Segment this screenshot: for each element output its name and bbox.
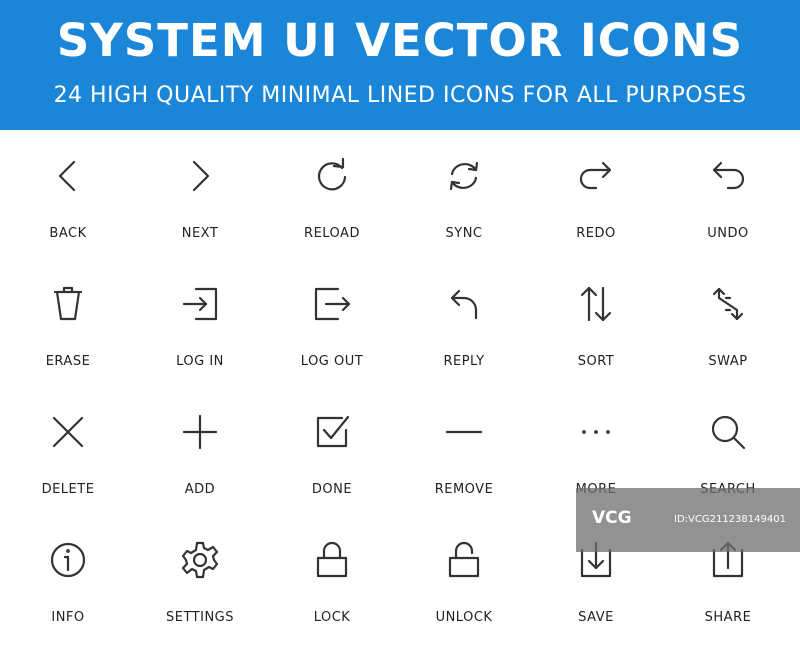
more-icon [582,430,610,434]
icon-label: DELETE [41,482,95,497]
back-icon [58,160,76,192]
icon-cell-back: BACK [2,140,134,268]
icon-cell-lock: LOCK [266,524,398,652]
lock-icon [316,541,348,578]
delete-icon [52,416,84,448]
icon-cell-log-out: LOG OUT [266,268,398,396]
undo-icon [712,161,745,190]
icon-cell-info: INFO [2,524,134,652]
add-icon [182,414,218,450]
watermark-id: ID:VCG211238149401 [674,514,786,525]
info-icon [50,542,86,578]
icon-label: SHARE [704,610,752,625]
search-icon [711,415,746,450]
icon-label: LOG IN [176,354,224,369]
next-icon [192,160,210,192]
icon-grid: BACK NEXT RELOAD SYNC REDO UNDO ERASE LO… [2,140,794,652]
icon-cell-settings: SETTINGS [134,524,266,652]
watermark-overlay: VCG ID:VCG211238149401 [576,488,800,552]
icon-label: LOG OUT [300,354,364,369]
redo-icon [579,161,612,190]
reload-icon [317,157,347,191]
icon-cell-delete: DELETE [2,396,134,524]
icon-cell-swap: SWAP [662,268,794,396]
icon-label: LOCK [313,610,351,625]
icon-cell-unlock: UNLOCK [398,524,530,652]
icon-label: SETTINGS [165,610,234,625]
icon-cell-add: ADD [134,396,266,524]
icon-label: SWAP [708,354,748,369]
done-icon [316,415,350,448]
swap-icon [712,287,744,321]
icon-label: NEXT [181,226,219,241]
icon-label: REPLY [443,354,485,369]
sync-icon [449,161,479,191]
icon-label: BACK [49,226,87,241]
icon-cell-remove: REMOVE [398,396,530,524]
icon-label: DONE [311,482,353,497]
icon-cell-undo: UNDO [662,140,794,268]
icon-cell-log-in: LOG IN [134,268,266,396]
icon-label: INFO [51,610,85,625]
sort-icon [580,286,612,322]
page-title: SYSTEM UI VECTOR ICONS [56,14,744,67]
icon-cell-reload: RELOAD [266,140,398,268]
log-in-icon [182,287,218,321]
icon-cell-reply: REPLY [398,268,530,396]
page-subtitle: 24 HIGH QUALITY MINIMAL LINED ICONS FOR … [53,83,747,108]
icon-cell-next: NEXT [134,140,266,268]
icon-label: RELOAD [304,226,360,241]
icon-cell-erase: ERASE [2,268,134,396]
watermark-logo: VCG [592,508,632,528]
icon-label: SORT [577,354,615,369]
icon-label: REDO [576,226,616,241]
icon-label: SYNC [445,226,483,241]
settings-icon [181,541,219,579]
icon-label: SAVE [578,610,614,625]
icon-label: ADD [184,482,216,497]
icon-cell-redo: REDO [530,140,662,268]
icon-label: UNDO [707,226,749,241]
unlock-icon [448,541,480,578]
icon-label: UNLOCK [435,610,493,625]
icon-cell-done: DONE [266,396,398,524]
icon-label: REMOVE [434,482,494,497]
remove-icon [445,430,483,434]
header-banner: SYSTEM UI VECTOR ICONS 24 HIGH QUALITY M… [0,0,800,130]
reply-icon [450,289,478,320]
icon-cell-sync: SYNC [398,140,530,268]
icon-label: ERASE [45,354,91,369]
icon-cell-sort: SORT [530,268,662,396]
erase-icon [53,286,83,321]
log-out-icon [314,287,351,321]
